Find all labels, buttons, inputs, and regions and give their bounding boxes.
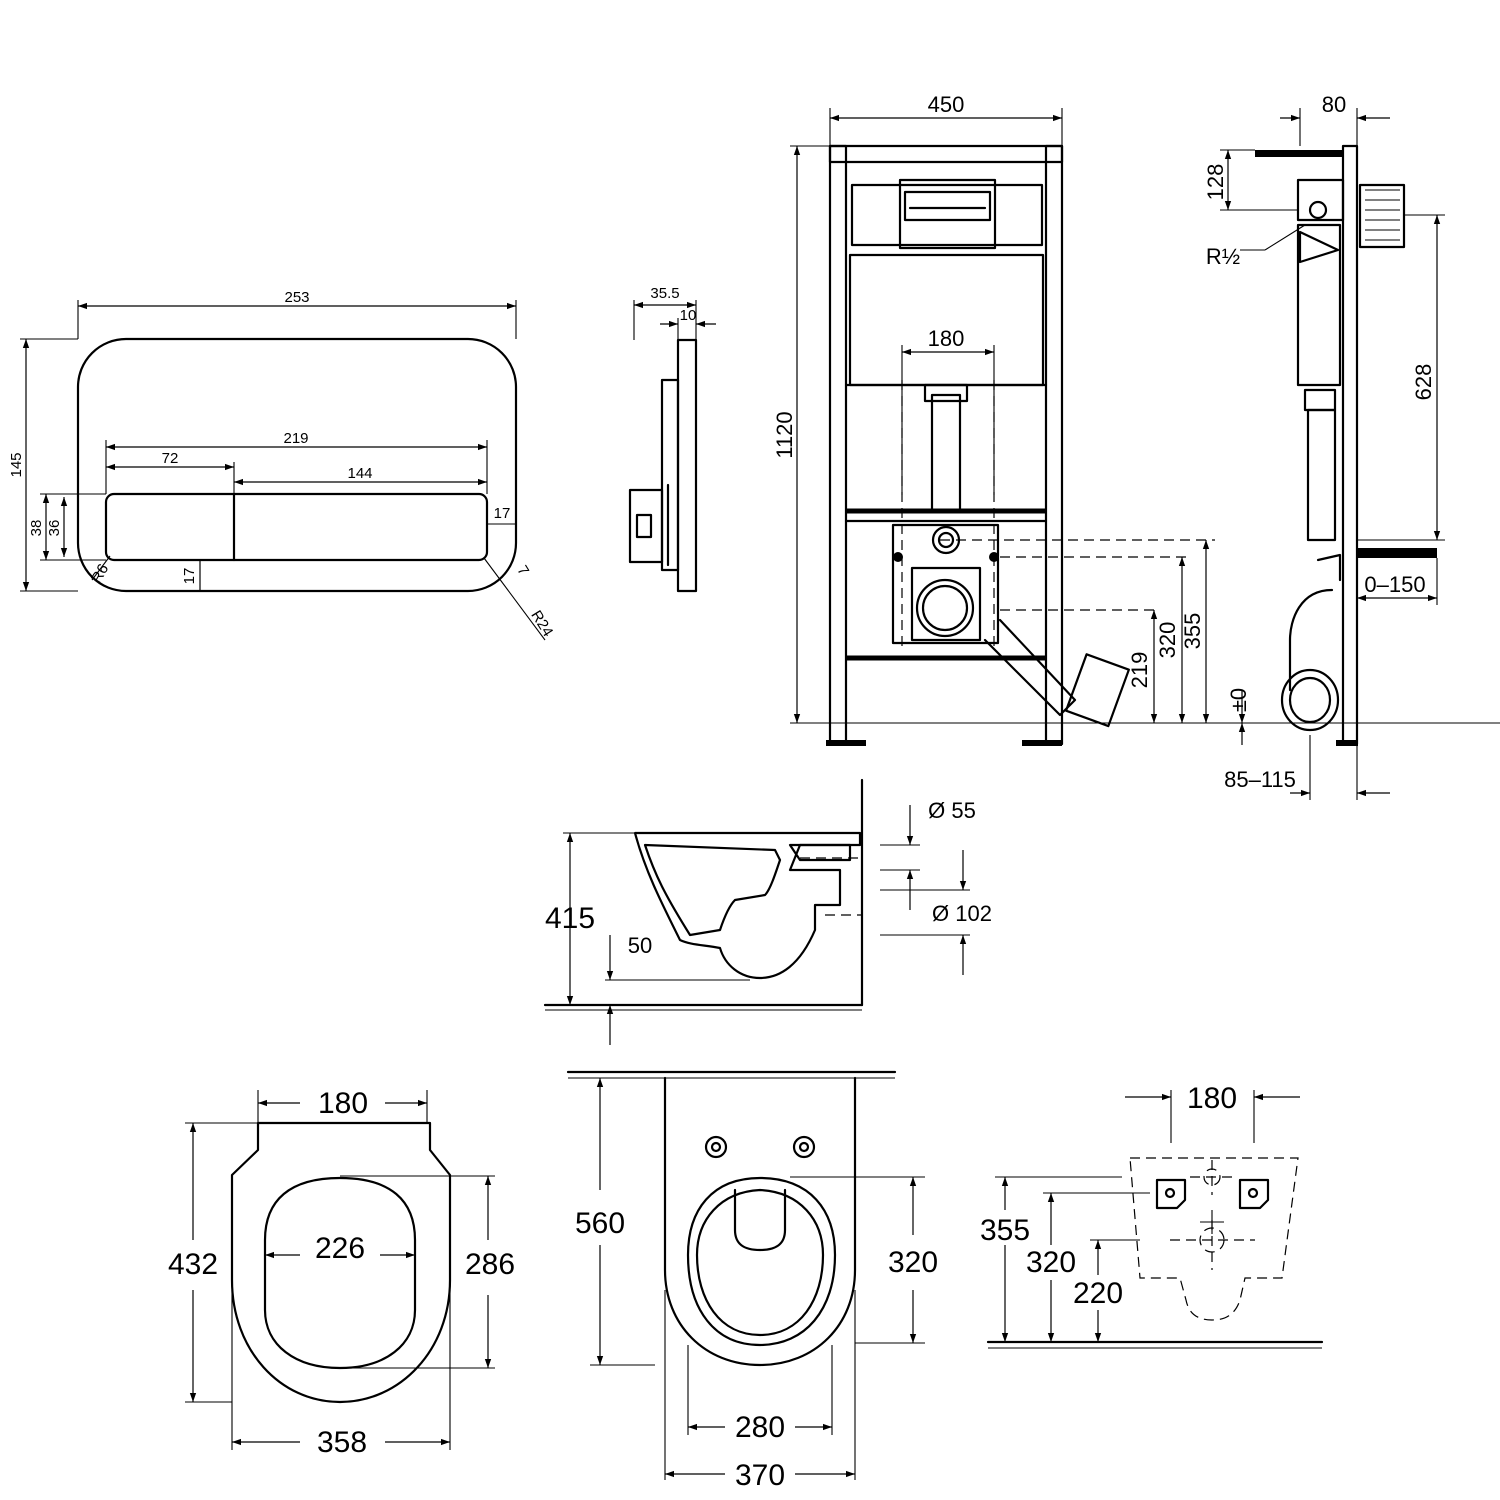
plate-height-label: 145 — [8, 452, 25, 477]
seat-inner-width-label: 226 — [315, 1232, 365, 1265]
seat-width-label: 358 — [317, 1426, 367, 1459]
bowl-height-label: 415 — [545, 902, 595, 935]
side-128-label: 128 — [1203, 164, 1228, 201]
bowl-length-label: 560 — [575, 1207, 625, 1240]
side-top-depth-label: 80 — [1322, 92, 1346, 117]
bottom-gap-label: 17 — [181, 568, 198, 585]
seat-top-width-label: 180 — [318, 1087, 368, 1120]
holes-320-label: 320 — [1026, 1246, 1076, 1279]
radius-small-label: R6 — [88, 561, 112, 586]
holes-220-label: 220 — [1073, 1277, 1123, 1310]
plate-width-label: 253 — [284, 289, 309, 306]
thread-label: R½ — [1206, 244, 1240, 269]
flush-plate-side: 35.5 10 — [628, 285, 716, 593]
holes-355-label: 355 — [980, 1214, 1030, 1247]
frame-355-label: 355 — [1180, 613, 1205, 650]
button-small-label: 72 — [162, 450, 179, 467]
bowl-370-label: 370 — [735, 1459, 785, 1492]
offset-label: 85–115 — [1224, 767, 1296, 792]
plate-depth-label: 35.5 — [650, 285, 679, 302]
bowl-280-label: 280 — [735, 1411, 785, 1444]
adjust-label: 0–150 — [1364, 572, 1425, 597]
height-36-label: 36 — [46, 520, 63, 537]
floor-level-label: ±0 — [1226, 688, 1251, 712]
button-large-label: 144 — [347, 465, 372, 482]
frame-front: 450 1120 180 355 320 219 — [772, 92, 1500, 746]
seat-length-label: 432 — [168, 1248, 218, 1281]
frame-width-label: 450 — [928, 92, 965, 117]
bowl-top: 560 320 280 370 — [566, 1070, 938, 1492]
frame-219-label: 219 — [1127, 652, 1152, 689]
side-628-label: 628 — [1411, 364, 1436, 401]
radius-corner-label: 7 — [513, 563, 532, 579]
seat-inner-length-label: 286 — [465, 1248, 515, 1281]
bowl-320-label: 320 — [888, 1246, 938, 1279]
flush-plate-front: 253 219 72 144 145 38 36 17 17 R6 R — [8, 289, 556, 641]
mounting-holes: 180 355 320 220 — [980, 1082, 1324, 1349]
height-38-label: 38 — [28, 520, 45, 537]
frame-height-label: 1120 — [772, 411, 797, 458]
d55-label: Ø 55 — [928, 798, 976, 823]
bowl-50-label: 50 — [628, 933, 652, 958]
axis-spacing-label: 180 — [928, 326, 965, 351]
holes-spacing-label: 180 — [1187, 1082, 1237, 1115]
plate-thickness-label: 10 — [680, 307, 697, 324]
radius-large-label: R24 — [527, 607, 556, 639]
d102-label: Ø 102 — [932, 901, 992, 926]
bowl-side: 415 50 Ø 55 Ø 102 — [543, 778, 992, 1045]
frame-320-label: 320 — [1155, 622, 1180, 659]
seat-top: 180 432 226 286 358 — [168, 1087, 515, 1459]
right-gap-label: 17 — [494, 505, 511, 522]
buttons-width-label: 219 — [283, 430, 308, 447]
frame-side: 80 128 R½ 628 0–150 ±0 85–115 — [1203, 92, 1445, 800]
